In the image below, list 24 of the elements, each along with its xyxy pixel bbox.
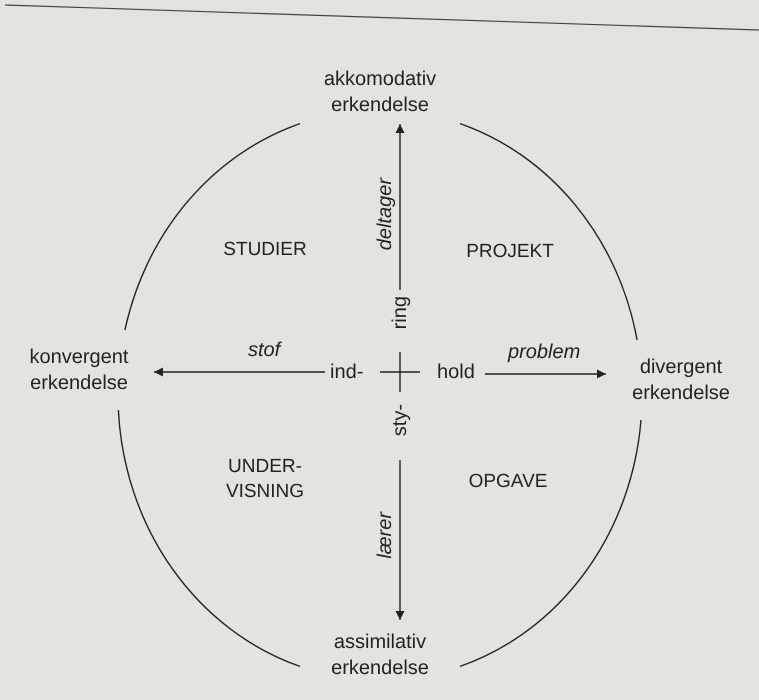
word-part: ind- [330, 362, 364, 382]
arrow [396, 460, 404, 620]
word-part: sty- [390, 404, 410, 436]
node-label: assimilativ erkendelse [330, 630, 430, 681]
node-label: akkomodativ erkendelse [322, 67, 438, 118]
quadrant-label: PROJEKT [465, 240, 555, 264]
edge-label: deltager [375, 178, 395, 250]
word-part: hold [437, 362, 475, 382]
node-label: divergent erkendelse [631, 355, 731, 406]
edge-label: problem [508, 342, 580, 362]
arrow [485, 370, 606, 378]
quadrant-label: UNDER- VISNING [224, 455, 306, 504]
circle-arc [124, 122, 300, 330]
word-part: ring [390, 296, 410, 330]
arrow [154, 368, 325, 376]
arrow [396, 124, 404, 290]
circle-arc [460, 122, 638, 340]
quadrant-label: OPGAVE [468, 470, 548, 494]
edge-label: lærer [375, 512, 395, 559]
quadrant-label: STUDIER [222, 238, 308, 262]
edge-label: stof [248, 340, 280, 360]
node-label: konvergent erkendelse [28, 345, 130, 396]
circle-arc [118, 410, 300, 668]
circle-arc [460, 420, 642, 668]
